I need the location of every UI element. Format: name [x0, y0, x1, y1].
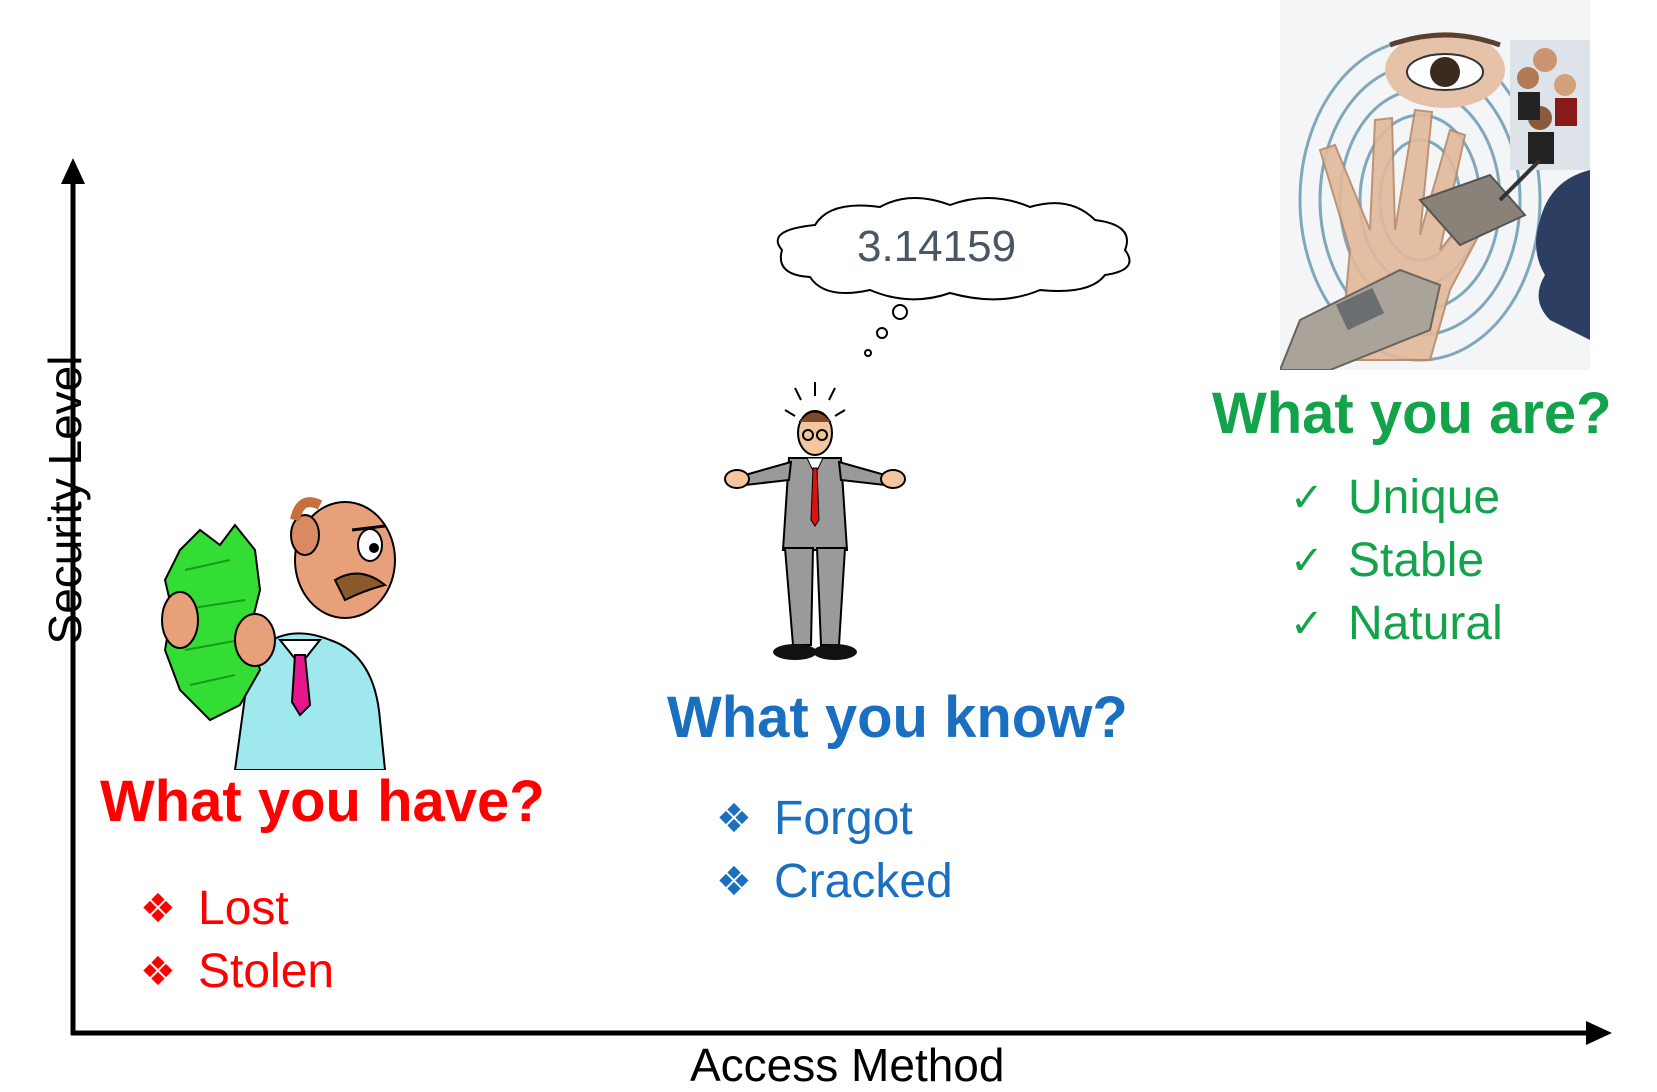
have-heading: What you have?: [100, 769, 545, 834]
checkmark-icon: ✓: [1290, 538, 1324, 583]
x-axis-arrow-icon: [1586, 1021, 1612, 1045]
checkmark-icon: ✓: [1290, 601, 1324, 646]
are-item-unique: ✓ Unique: [1290, 466, 1503, 529]
know-item-cracked: ❖ Cracked: [716, 850, 953, 913]
know-item-label: Cracked: [774, 855, 953, 908]
know-list: ❖ Forgot ❖ Cracked: [716, 787, 953, 913]
are-item-label: Unique: [1348, 471, 1501, 524]
diamond-bullet-icon: ❖: [140, 949, 176, 994]
have-item-label: Stolen: [198, 945, 335, 998]
thought-bubble-icon: [776, 196, 1131, 357]
y-axis-arrow-icon: [61, 158, 85, 184]
diamond-bullet-icon: ❖: [716, 796, 752, 841]
have-item-stolen: ❖ Stolen: [140, 940, 334, 1003]
money-holding-man-illustration: [161, 497, 396, 770]
are-item-label: Stable: [1348, 534, 1485, 587]
are-item-label: Natural: [1348, 597, 1503, 650]
checkmark-icon: ✓: [1290, 475, 1324, 520]
y-axis-label: Security Level: [39, 355, 91, 645]
biometrics-collage-image: [1280, 0, 1590, 370]
diamond-bullet-icon: ❖: [716, 859, 752, 904]
are-item-stable: ✓ Stable: [1290, 529, 1503, 592]
diamond-bullet-icon: ❖: [140, 886, 176, 931]
know-item-forgot: ❖ Forgot: [716, 787, 953, 850]
thought-text: 3.14159: [857, 222, 1017, 271]
know-item-label: Forgot: [774, 792, 913, 845]
are-heading: What you are?: [1212, 381, 1612, 446]
have-list: ❖ Lost ❖ Stolen: [140, 877, 334, 1003]
have-item-label: Lost: [198, 882, 289, 935]
are-item-natural: ✓ Natural: [1290, 592, 1503, 655]
know-heading: What you know?: [667, 685, 1128, 750]
are-list: ✓ Unique ✓ Stable ✓ Natural: [1290, 466, 1503, 655]
x-axis-label: Access Method: [690, 1039, 1005, 1091]
have-item-lost: ❖ Lost: [140, 877, 334, 940]
confused-man-illustration: [724, 382, 906, 660]
